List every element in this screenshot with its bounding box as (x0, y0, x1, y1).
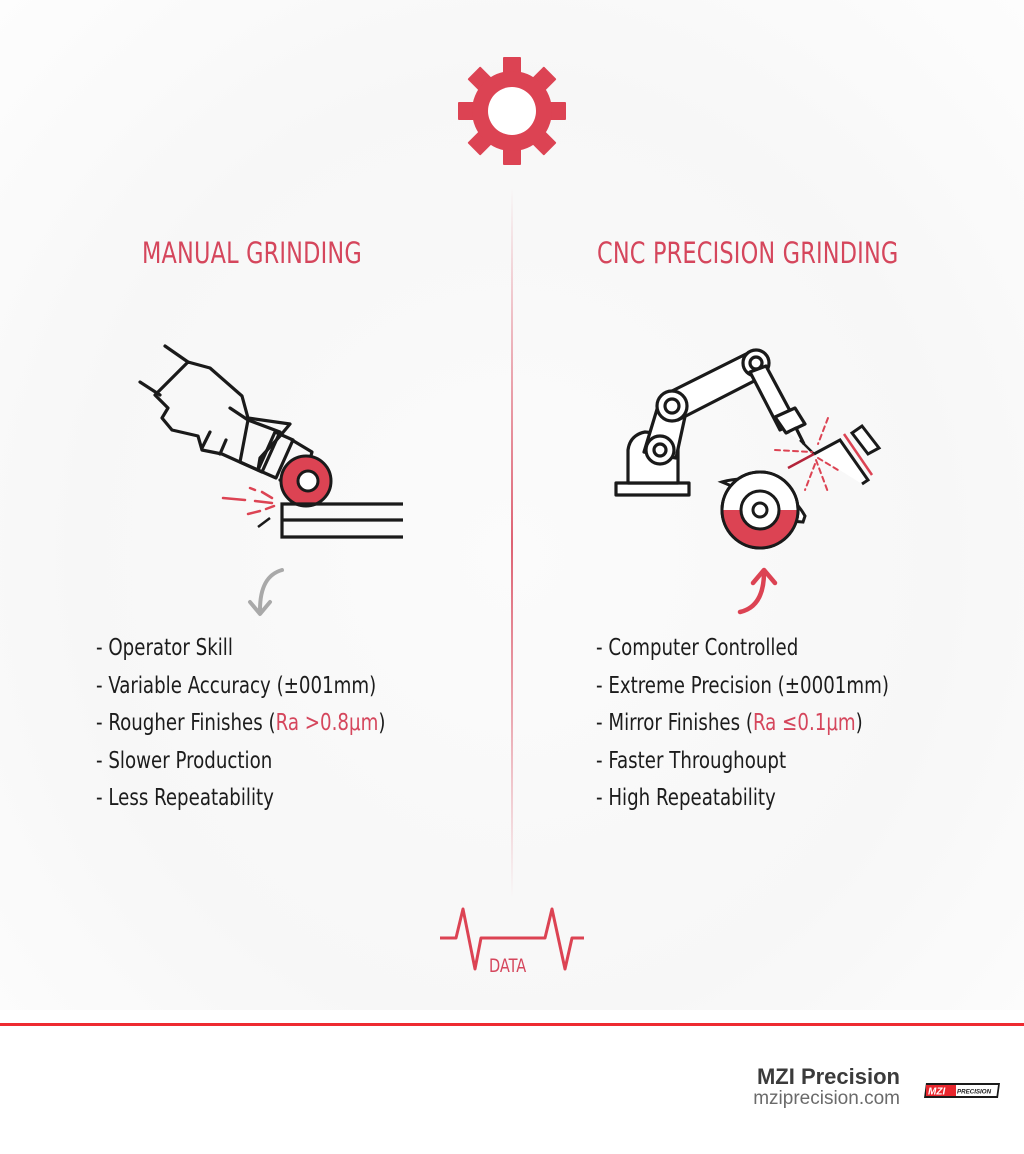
svg-text:MZI: MZI (928, 1087, 945, 1098)
list-item: - Extreme Precision (±0001mm) (596, 672, 889, 699)
cnc-grinding-title: CNC PRECISION GRINDING (597, 236, 899, 270)
list-item-text: - Mirror Finishes ( (596, 710, 753, 737)
list-item: - Operator Skill (96, 635, 233, 661)
brand-url[interactable]: mziprecision.com (753, 1088, 900, 1109)
list-item: - Rougher Finishes (Ra >0.8μm) (96, 705, 385, 743)
roughness-value: Ra >0.8μm (275, 710, 379, 737)
brand-name: MZI Precision (756, 1064, 900, 1089)
list-item-text: ) (378, 710, 386, 737)
list-item: - Variable Accuracy (±001mm) (96, 672, 377, 699)
center-divider (511, 188, 513, 898)
list-item: - Faster Throughoupt (596, 747, 787, 774)
footer-rule (0, 1023, 1024, 1026)
data-label: DATA (489, 955, 527, 977)
list-item: - Mirror Finishes (Ra ≤0.1μm) (596, 705, 889, 743)
gear-icon (458, 57, 566, 165)
manual-grinding-list: - Operator Skill - Variable Accuracy (±0… (96, 630, 385, 818)
list-item: - High Repeatability (596, 785, 776, 812)
hand-grinder-illustration (138, 344, 403, 616)
manual-grinding-title: MANUAL GRINDING (142, 236, 362, 270)
svg-text:PRECISION: PRECISION (957, 1089, 992, 1096)
list-item-text: ) (855, 710, 863, 737)
roughness-value: Ra ≤0.1μm (752, 710, 856, 737)
list-item: - Slower Production (96, 747, 273, 774)
heartbeat-line-icon (440, 907, 584, 971)
list-item: - Computer Controlled (596, 635, 799, 661)
mzi-logo: MZI PRECISION (924, 1083, 1000, 1098)
cnc-grinding-list: - Computer Controlled - Extreme Precisio… (596, 630, 889, 818)
robotic-arm-grinder-illustration (614, 348, 882, 615)
list-item-text: - Rougher Finishes ( (96, 710, 276, 737)
red-curved-arrow-up (737, 569, 767, 615)
gray-curved-arrow-down (258, 568, 284, 612)
list-item: - Less Repeatability (96, 785, 274, 812)
